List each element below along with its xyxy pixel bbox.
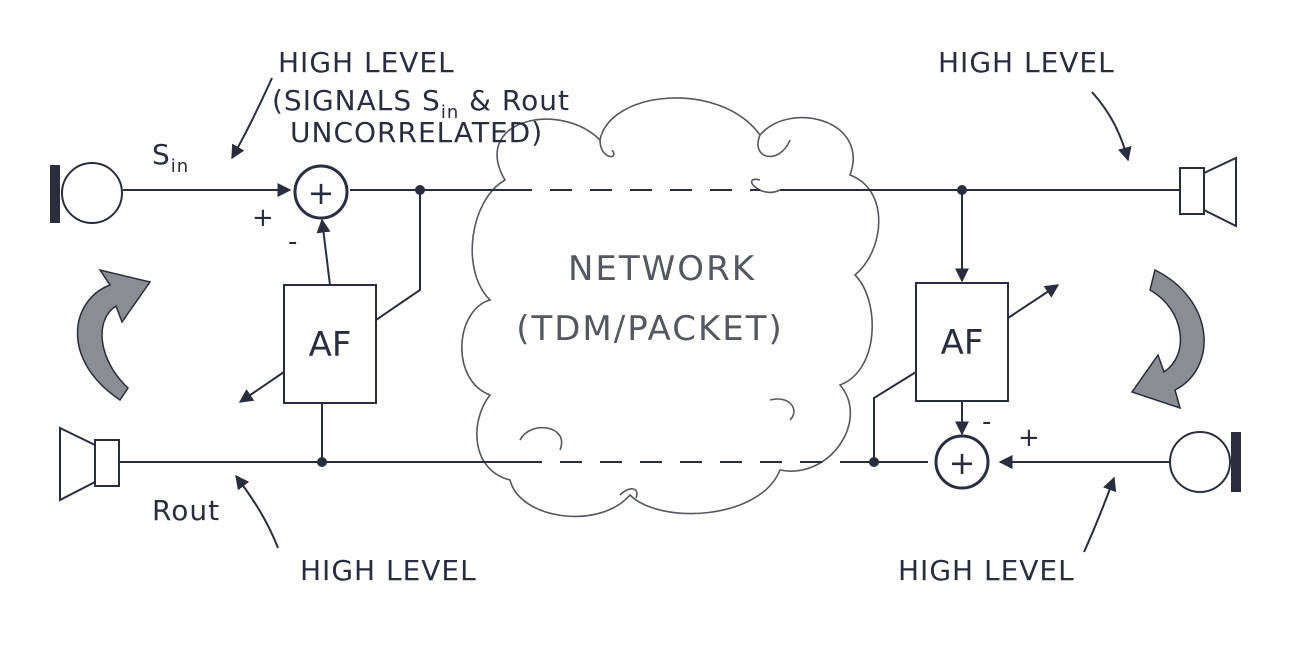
left-adder-sign: + [308, 174, 335, 212]
left-adder: + [293, 164, 349, 220]
pointer-arrows [231, 77, 1132, 553]
left-plus-sign: + [252, 203, 274, 233]
junction-dots [317, 185, 967, 467]
note-part-1: (SIGNALS S [272, 84, 441, 117]
junction-dot [869, 457, 879, 467]
sin-label: Sin [152, 138, 189, 177]
network-cloud [461, 97, 880, 518]
network-label-line2: (TDM/PACKET) [516, 309, 784, 349]
rout-label: Rout [152, 494, 220, 527]
right-adder-sign: + [949, 444, 976, 482]
sin-label-sub: in [171, 156, 189, 177]
bottom-right-high-level-label: HIGH LEVEL [898, 554, 1075, 587]
top-left-note-line1: (SIGNALS Sin & Rout [272, 84, 570, 123]
junction-dot [957, 185, 967, 195]
right-echo-arrow-icon [1130, 268, 1205, 410]
right-af-filter: AF [873, 190, 1060, 462]
left-minus-sign: - [288, 227, 297, 257]
right-microphone-icon [1169, 431, 1241, 493]
network-label-line1: NETWORK [568, 249, 756, 289]
right-speaker-icon [1179, 156, 1237, 228]
bottom-left-high-level-label: HIGH LEVEL [300, 554, 477, 587]
note-sub: in [441, 102, 459, 123]
left-af-label: AF [309, 325, 352, 365]
right-adder: + [934, 434, 990, 490]
left-microphone-icon [50, 162, 123, 224]
right-af-label: AF [941, 323, 984, 363]
left-af-filter: AF [238, 190, 421, 462]
top-left-high-level-label: HIGH LEVEL [278, 46, 455, 79]
right-minus-sign: - [982, 407, 991, 437]
sin-label-main: S [152, 138, 171, 171]
left-speaker-icon [59, 426, 120, 502]
top-left-note-line2: UNCORRELATED) [290, 116, 543, 149]
junction-dot [415, 185, 425, 195]
junction-dot [317, 457, 327, 467]
left-echo-arrow-icon [76, 268, 152, 402]
note-part-2: & Rout [459, 84, 570, 117]
top-right-high-level-label: HIGH LEVEL [938, 46, 1115, 79]
right-plus-sign: + [1018, 423, 1040, 453]
